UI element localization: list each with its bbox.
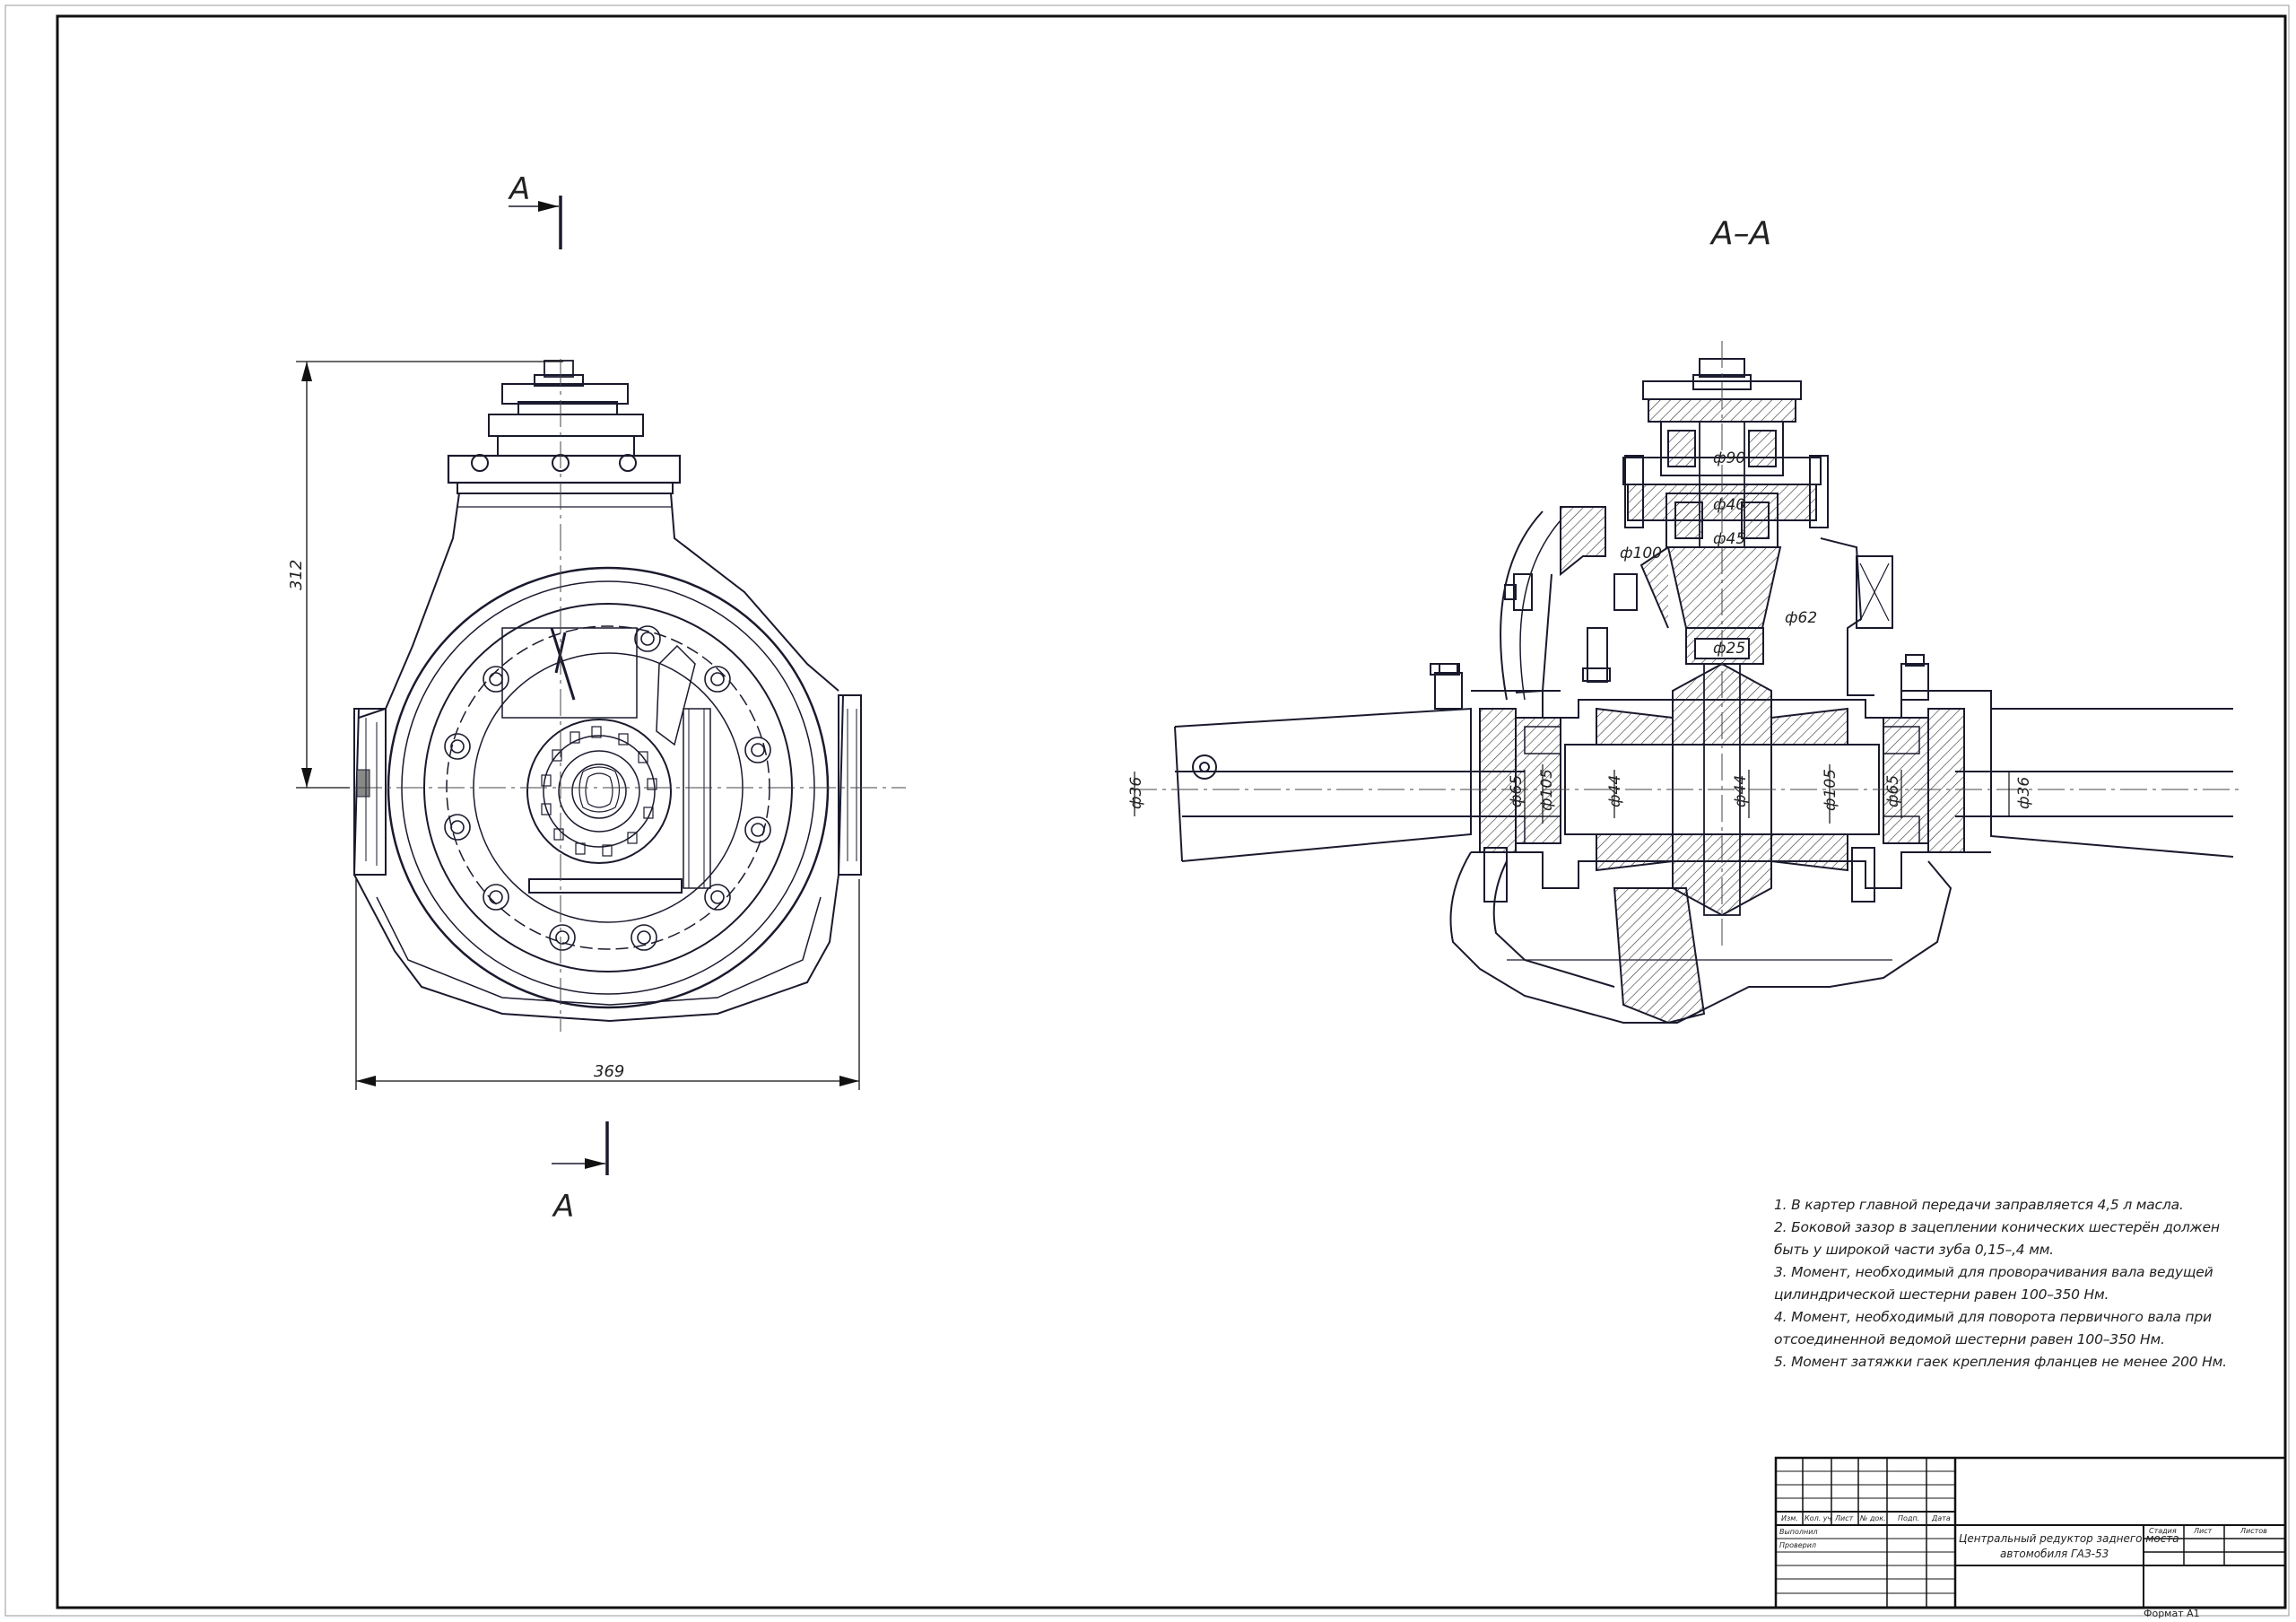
tb-col-date: Дата bbox=[1932, 1514, 1951, 1522]
dim-text-369: 369 bbox=[594, 1062, 624, 1081]
section-title: А–А bbox=[1709, 215, 1771, 252]
tb-sheets-label: Листов bbox=[2240, 1527, 2267, 1535]
dim-d65-right: ф65 bbox=[1884, 775, 1902, 807]
tb-title-line2: автомобиля ГАЗ-53 bbox=[2000, 1548, 2109, 1560]
section-cut-bottom bbox=[552, 1121, 609, 1175]
dim-d105-right: ф105 bbox=[1822, 769, 1839, 811]
dim-d65-left: ф65 bbox=[1508, 775, 1526, 807]
note-line-5: цилиндрической шестерни равен 100–350 Нм… bbox=[1774, 1286, 2109, 1303]
tb-col-podp: Подп. bbox=[1898, 1514, 1920, 1522]
outer-sheet-border bbox=[4, 4, 2290, 1617]
dim-d90: ф90 bbox=[1713, 449, 1745, 467]
tb-row-checked: Проверил bbox=[1779, 1541, 1817, 1549]
dim-d25: ф25 bbox=[1713, 640, 1745, 658]
note-line-7: отсоединенной ведомой шестерни равен 100… bbox=[1774, 1331, 2165, 1347]
tb-col-list: Лист bbox=[1835, 1514, 1854, 1522]
dimension-369 bbox=[355, 879, 860, 1090]
tb-sheet-label: Лист bbox=[2194, 1527, 2213, 1535]
inner-frame-border bbox=[56, 14, 2287, 1609]
dim-d105-left: ф105 bbox=[1538, 769, 1556, 811]
tb-stage-label: Стадия bbox=[2149, 1527, 2177, 1535]
dim-d36-left: ф36 bbox=[1127, 777, 1145, 809]
dim-text-312: 312 bbox=[287, 560, 306, 590]
note-line-1: 1. В картер главной передачи заправляетс… bbox=[1774, 1197, 2184, 1213]
dim-d40: ф40 bbox=[1713, 496, 1745, 514]
note-line-2: 2. Боковой зазор в зацеплении конических… bbox=[1774, 1219, 2220, 1235]
dim-d62: ф62 bbox=[1785, 609, 1817, 627]
dim-d36-right: ф36 bbox=[2015, 777, 2033, 809]
tb-col-kol: Кол. уч bbox=[1805, 1514, 1832, 1522]
note-line-8: 5. Момент затяжки гаек крепления фланцев… bbox=[1774, 1354, 2227, 1370]
tb-row-developed: Выполнил bbox=[1779, 1528, 1818, 1536]
front-view bbox=[296, 196, 906, 1175]
note-line-6: 4. Момент, необходимый для поворота перв… bbox=[1774, 1309, 2212, 1325]
dim-d44-right: ф44 bbox=[1732, 775, 1750, 807]
dim-d45: ф45 bbox=[1713, 530, 1745, 548]
note-line-4: 3. Момент, необходимый для проворачивани… bbox=[1774, 1264, 2213, 1280]
dimension-312 bbox=[296, 361, 563, 789]
tb-col-doc: № док. bbox=[1860, 1514, 1886, 1522]
section-cut-top bbox=[509, 196, 562, 249]
section-label-top: А bbox=[508, 171, 530, 207]
note-line-3: быть у широкой части зуба 0,15–,4 мм. bbox=[1774, 1242, 2054, 1258]
title-block bbox=[1774, 1456, 2287, 1609]
section-view bbox=[1130, 341, 2242, 1025]
section-label-bottom: А bbox=[552, 1189, 574, 1225]
dim-d100: ф100 bbox=[1620, 545, 1662, 562]
tb-title-line1: Центральный редуктор заднего моста bbox=[1959, 1532, 2179, 1545]
sheet-format-label: Формат А1 bbox=[2144, 1608, 2200, 1619]
dim-d44-left: ф44 bbox=[1606, 775, 1624, 807]
tb-col-izm: Изм. bbox=[1781, 1514, 1798, 1522]
